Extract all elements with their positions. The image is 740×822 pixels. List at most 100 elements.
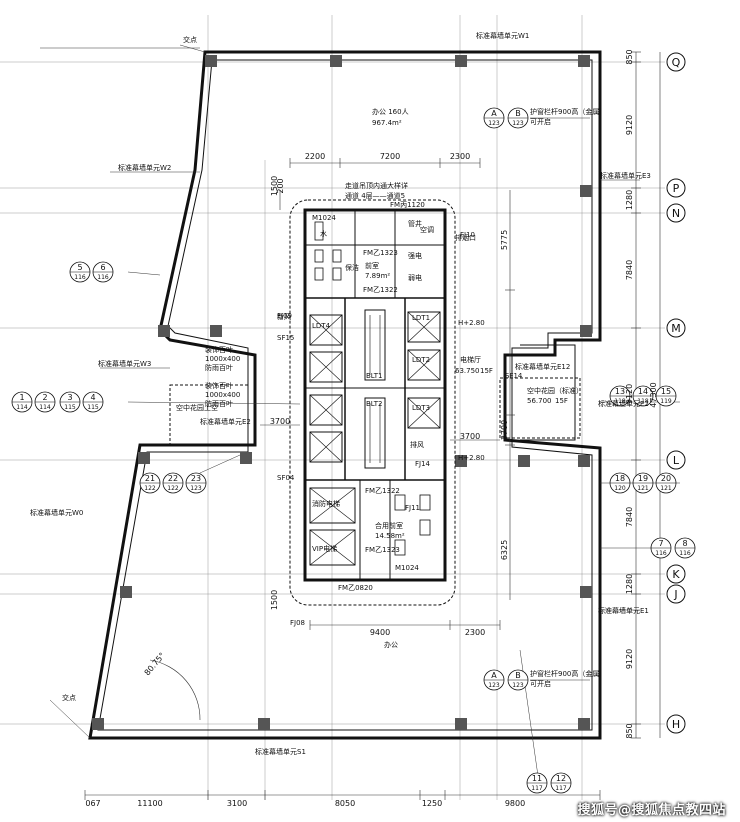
door-label: FM丙1120 (390, 201, 425, 209)
room-label: 保洁 (345, 263, 359, 272)
dim-text: 9400 (370, 628, 390, 637)
callout-sheet: 116 (74, 274, 86, 281)
callout-bubble: A 123 (483, 669, 505, 691)
callout-number: 4 (90, 393, 95, 402)
note: 防雨百叶 (205, 399, 233, 408)
sf-label: FJ14 (415, 460, 431, 468)
callout-number: 5 (77, 263, 82, 272)
callout-sheet: 115 (64, 404, 76, 411)
door-label: FM乙1323 (363, 249, 398, 257)
sf-label: FJ08 (290, 619, 305, 627)
callout-sheet: 118 (614, 398, 626, 405)
grid-lines (0, 15, 665, 800)
callout-number: 18 (615, 474, 625, 483)
dim-text: 9120 (625, 384, 634, 404)
note: 1000x400 (205, 355, 240, 363)
dim-text: 850 (625, 49, 634, 64)
room-label: 排风 (410, 440, 424, 449)
callout-number: A (491, 671, 497, 680)
dim-text: 3700 (270, 417, 290, 426)
note: 标准幕墙单元E2 (200, 417, 251, 426)
note: 装饰百叶 (205, 381, 233, 390)
note: 防雨百叶 (205, 363, 233, 372)
sf-label: FJ09 (277, 312, 292, 320)
axis-bubbles (666, 52, 686, 734)
room-label: 56.700 (527, 397, 552, 405)
room-label: 14.58m² (375, 532, 405, 540)
elevator-marks (309, 311, 441, 566)
sky-garden-frames (169, 344, 581, 446)
leader-lines (40, 44, 680, 791)
note: 标准幕墙单元E2 (598, 399, 649, 408)
note: 标准幕墙单元W2 (118, 163, 171, 172)
callout-number: 11 (532, 774, 542, 783)
axis-label: J (673, 588, 677, 601)
note: 装饰百叶 (205, 345, 233, 354)
sf-label: FJ11 (405, 504, 420, 512)
note: 走道吊顶内通大样详 (345, 181, 408, 190)
callout-number: 6 (100, 263, 105, 272)
axis-labels: Q P N M L K J H (671, 56, 681, 731)
dim-text: 2300 (465, 628, 485, 637)
room-label: 管井 (408, 219, 422, 228)
callout-number: 23 (191, 474, 201, 483)
core (289, 199, 456, 606)
room-label: 强电 (408, 251, 422, 260)
dim-text: 1500 (270, 590, 279, 610)
callout-sheet: 120 (614, 485, 626, 492)
axis-label: N (672, 207, 680, 220)
callout-sheet: 123 (488, 682, 500, 689)
callout-sheet: 119 (660, 398, 672, 405)
room-label: 空中花园上空 (176, 403, 218, 412)
dim-text: 2300 (450, 152, 470, 161)
dim-text: 3700 (460, 432, 480, 441)
lift-label: LDT4 (312, 322, 331, 330)
callout-sheet: 114 (39, 404, 51, 411)
lift-label: LDT3 (412, 404, 430, 412)
room-label: 电梯厅 (460, 355, 481, 364)
dim-text: 5775 (500, 230, 509, 250)
dim-text: 8050 (335, 799, 355, 808)
columns (92, 55, 592, 730)
dim-text: 9120 (625, 115, 634, 135)
note: 交点 (183, 35, 197, 44)
callout-number: 7 (658, 539, 663, 548)
callout-number: 22 (168, 474, 178, 483)
lift-label: BLT1 (366, 372, 382, 380)
note: 标准幕墙单元W0 (30, 508, 83, 517)
axis-label: K (672, 568, 680, 581)
axis-label: P (673, 182, 680, 195)
callout-sheet: 116 (679, 550, 691, 557)
dim-text: 7840 (625, 260, 634, 280)
room-label: 办公 160人 (372, 107, 409, 116)
callout-number: 8 (682, 539, 687, 548)
room-label: 办公 (384, 640, 398, 649)
dim-text: 1280 (625, 574, 634, 594)
dim-text: 9800 (505, 799, 525, 808)
callout-sheet: 123 (512, 682, 524, 689)
watermark: 搜狐号@搜狐焦点教四站 (577, 803, 726, 818)
room-label: 前室 (365, 261, 379, 270)
axis-label: L (673, 454, 680, 467)
sf-label: FJ10 (460, 231, 475, 239)
dim-text: 7840 (625, 507, 634, 527)
vertical-dims: 850 9120 1280 7840 9120 7840 1280 9120 8… (270, 49, 658, 738)
dim-text: 47300 (649, 382, 658, 407)
callout-sheet: 114 (16, 404, 28, 411)
callout-sheet: 121 (660, 485, 672, 492)
note: 标准幕墙单元W1 (476, 31, 529, 40)
callout-number: 13 (615, 387, 625, 396)
lift-label: LDT2 (412, 356, 430, 364)
room-label: 空中花园（标准） (527, 386, 583, 395)
